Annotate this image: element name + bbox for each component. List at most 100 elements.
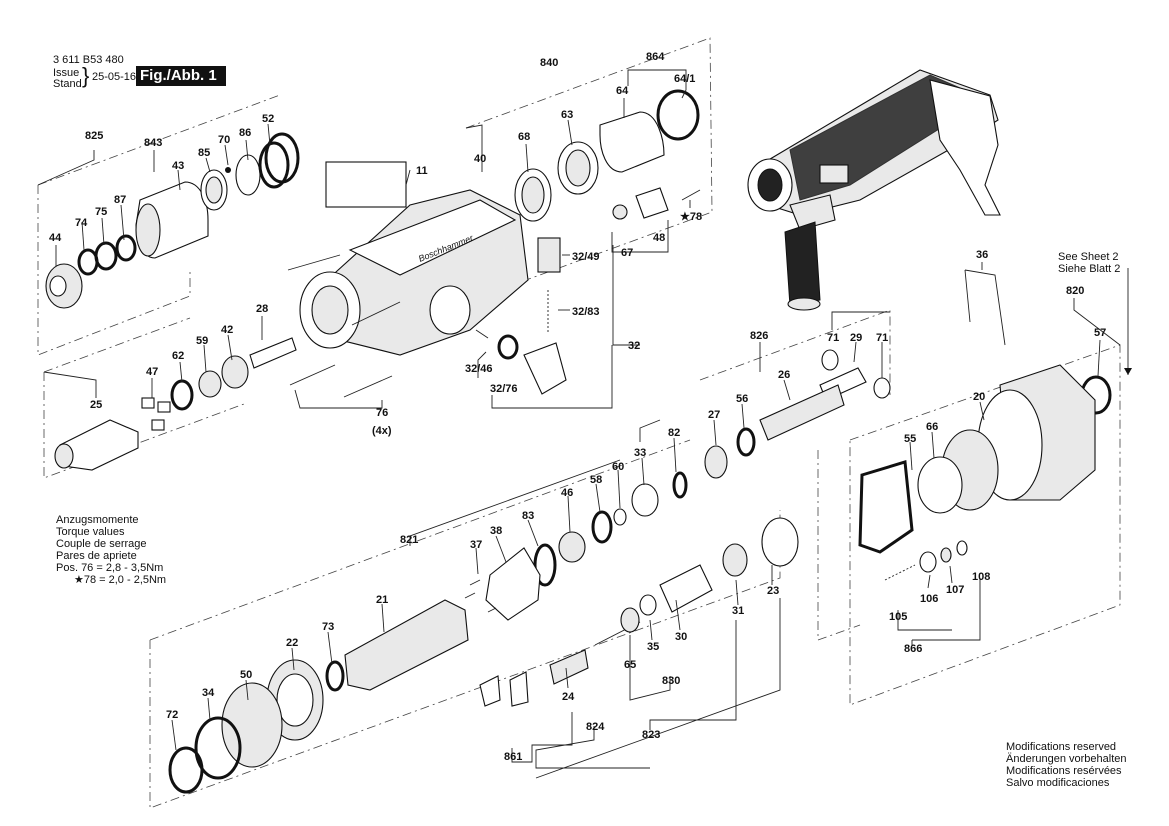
modifications-line: Salvo modificaciones [1006,777,1110,789]
label-824: 824 [586,721,605,733]
torque-values: Anzugsmomente Torque values Couple de se… [56,514,166,586]
label-22: 22 [286,637,298,649]
label-830: 830 [662,675,680,687]
modifications-line: Modifications reserved [1006,741,1117,753]
label-72: 72 [166,709,178,721]
label-21: 21 [376,594,388,606]
torque-line: Pares de apriete [56,550,137,562]
label-63: 63 [561,109,573,121]
label-105: 105 [889,611,907,623]
label-71a: 71 [827,332,839,344]
label-32-76: 32/76 [490,383,518,395]
label-57: 57 [1094,327,1106,339]
modifications-line: Änderungen vorbehalten [1006,753,1127,765]
leader-lines [37,69,1132,779]
torque-value-76: Pos. 76 = 2,8 - 3,5Nm [56,562,164,574]
issue-label: Issue [53,67,80,79]
label-861: 861 [504,751,522,763]
label-70: 70 [218,134,230,146]
label-74: 74 [75,217,88,229]
group-821-parts [168,483,659,794]
document-number: 3 611 B53 480 [53,54,124,66]
label-43: 43 [172,160,184,172]
label-107: 107 [946,584,964,596]
label-825: 825 [85,130,103,142]
issue-date: 25-05-16 [92,71,137,83]
label-62: 62 [172,350,184,362]
group-825b-parts [54,337,297,471]
label-50: 50 [240,669,252,681]
group-frames [37,37,1121,809]
label-108: 108 [972,571,990,583]
label-24: 24 [562,691,575,703]
label-47: 47 [146,366,158,378]
label-71b: 71 [876,332,888,344]
label-44: 44 [49,232,62,244]
label-66: 66 [926,421,938,433]
label-864: 864 [646,51,665,63]
label-87: 87 [114,194,126,206]
brace: } [82,63,90,88]
modifications-note: Modifications reserved Änderungen vorbeh… [1006,741,1126,789]
sheet-ref-en: See Sheet 2 [1058,251,1119,263]
label-820: 820 [1066,285,1084,297]
group-840-parts [475,89,701,395]
label-65: 65 [624,659,636,671]
label-60: 60 [612,461,624,473]
label-52: 52 [262,113,274,125]
gear-housing: Boschhammer [287,161,529,398]
sheet-ref-de: Siehe Blatt 2 [1058,263,1121,275]
part-labels: 825 843 43 85 70 86 52 74 75 87 44 840 4… [49,51,1106,763]
label-82: 82 [668,427,680,439]
group-825-parts [45,132,300,309]
sheet-reference: See Sheet 2 Siehe Blatt 2 [1058,251,1120,275]
torque-line: Couple de serrage [56,538,147,550]
label-76-qty: (4x) [372,425,392,437]
label-40: 40 [474,153,486,165]
label-59: 59 [196,335,208,347]
rotary-hammer-illustration [747,69,1001,311]
label-78: ★78 [680,211,702,223]
label-67: 67 [621,247,633,259]
label-11: 11 [416,165,428,177]
label-106: 106 [920,593,938,605]
label-46: 46 [561,487,573,499]
label-32-49: 32/49 [572,251,600,263]
group-826-parts [672,349,891,499]
figure-label: Fig./Abb. 1 [136,66,226,86]
torque-line: Anzugsmomente [56,514,139,526]
label-840: 840 [540,57,558,69]
label-36: 36 [976,249,988,261]
label-20: 20 [973,391,985,403]
label-33: 33 [634,447,646,459]
label-866: 866 [904,643,922,655]
label-64: 64 [616,85,629,97]
label-32-46: 32/46 [465,363,493,375]
label-85: 85 [198,147,210,159]
stand-label: Stand [53,78,82,90]
label-27: 27 [708,409,720,421]
group-820-parts [858,269,1112,581]
label-48: 48 [653,232,665,244]
label-86: 86 [239,127,251,139]
label-35: 35 [647,641,659,653]
label-843: 843 [144,137,162,149]
label-42: 42 [221,324,233,336]
label-31: 31 [732,605,744,617]
label-38: 38 [490,525,502,537]
label-821: 821 [400,534,418,546]
label-29: 29 [850,332,862,344]
modifications-line: Modifications resérvées [1006,765,1122,777]
group-823-parts [479,517,799,707]
label-55: 55 [904,433,916,445]
label-28: 28 [256,303,268,315]
label-64-1: 64/1 [674,73,695,85]
label-68: 68 [518,131,530,143]
label-32-83: 32/83 [572,306,600,318]
label-32: 32 [628,340,640,352]
label-30: 30 [675,631,687,643]
label-823: 823 [642,729,660,741]
label-25: 25 [90,399,102,411]
label-56: 56 [736,393,748,405]
